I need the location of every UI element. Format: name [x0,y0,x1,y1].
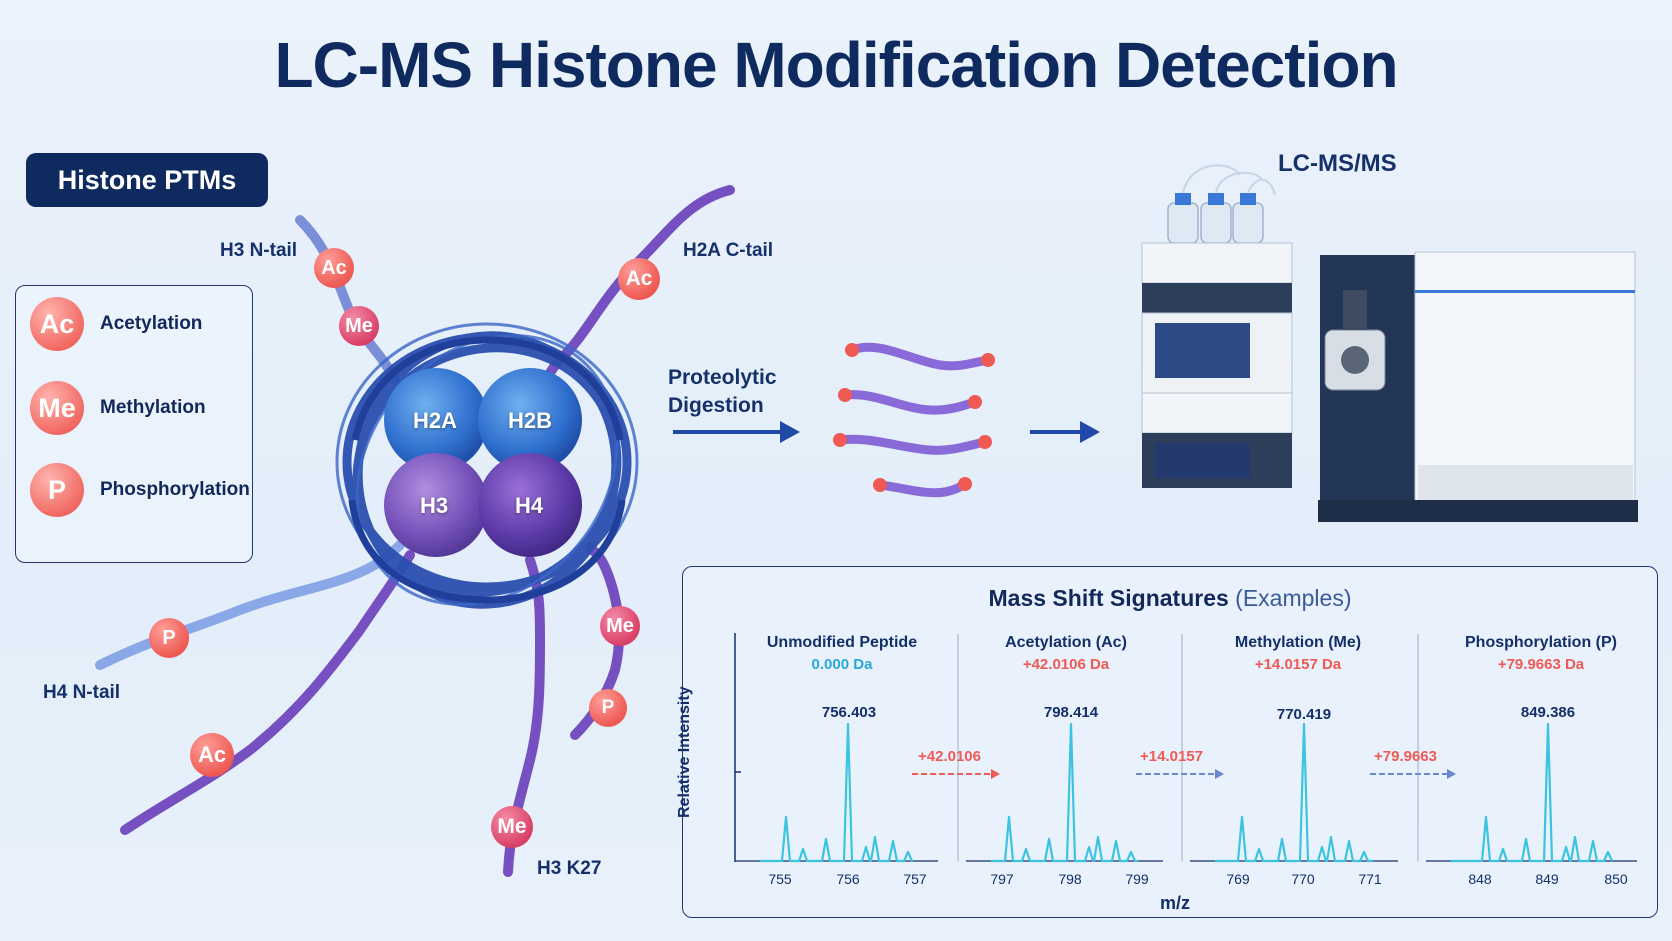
peptide-1 [847,342,993,371]
shift-arrow-label: +79.9663 [1374,748,1437,765]
tick-label: 755 [768,871,792,887]
spectrum-trace [1451,722,1614,863]
spectrum-trace [760,722,914,863]
tick-label: 850 [1604,871,1628,887]
histone-label-h2a: H2A [413,408,458,433]
legend-item-methylation: Me Methylation [30,380,206,436]
ptm-mark-p: P [589,689,627,727]
mass-shift-title: Mass Shift Signatures (Examples) [683,585,1657,612]
spectrum-shift: +79.9663 Da [1497,656,1585,673]
h2a-sphere [384,368,488,472]
panel-subtitle-text: (Examples) [1235,585,1352,611]
tail-label-h4-n: H4 N-tail [43,682,121,703]
histone-label-h3: H3 [420,493,449,518]
phosphorylation-icon: P [30,463,84,517]
legend-item-phosphorylation: P Phosphorylation [30,462,250,518]
digestion-label-line1: Proteolytic [668,366,777,389]
peak-label: 798.414 [1043,704,1099,721]
y-axis-label: Relative Intensity [676,686,693,818]
tail-label-h2a-c: H2A C-tail [683,240,774,261]
peak-label: 770.419 [1276,706,1332,723]
ptm-mark-p: P [149,618,189,658]
h3-sphere [384,453,488,557]
ptm-mark-ac: Ac [314,248,354,288]
ptm-mark-me: Me [600,606,640,646]
histone-ptms-badge: Histone PTMs [26,153,268,207]
spectrum-trace [991,722,1138,863]
spectrum-title: Unmodified Peptide [766,634,918,651]
spectrum-title: Phosphorylation (P) [1465,634,1617,651]
spectrum-title: Methylation (Me) [1234,634,1362,651]
shift-arrow-label: +42.0106 [918,748,981,765]
instrument-label: LC-MS/MS [1278,150,1397,177]
digestion-label: Proteolytic Digestion [668,364,777,420]
x-axis-label: m/z [1160,893,1191,913]
legend-label: Acetylation [100,313,203,334]
peptide-2 [840,390,980,415]
shift-arrow-head [1215,769,1224,779]
tail-label-h3-k27: H3 K27 [537,858,602,879]
shift-arrow-head [1447,769,1456,779]
spectrum-shift: +42.0106 Da [1022,656,1110,673]
tick-label: 770 [1291,871,1315,887]
tick-label: 799 [1125,871,1149,887]
methylation-icon: Me [30,381,84,435]
tick-label: 756 [836,871,860,887]
peak-label: 756.403 [821,704,877,721]
spectrum-title: Acetylation (Ac) [1005,634,1127,651]
tick-label: 798 [1058,871,1082,887]
lcms-instrument-icon [1141,164,1638,522]
spectrum-shift: +14.0157 Da [1254,656,1342,673]
histone-label-h4: H4 [515,493,544,518]
tick-label: 797 [990,871,1014,887]
acetylation-icon: Ac [30,297,84,351]
tick-label: 757 [903,871,927,887]
h4-sphere [478,453,582,557]
shift-arrow-label: +14.0157 [1140,748,1203,765]
panel-title-text: Mass Shift Signatures [988,585,1229,611]
legend-label: Phosphorylation [100,479,250,500]
legend-label: Methylation [100,397,206,418]
h3-n-tail [295,215,400,385]
tick-label: 849 [1535,871,1559,887]
tick-label: 771 [1358,871,1382,887]
tail-lower-left [120,550,415,835]
spectrum-trace [1215,722,1373,863]
spectrum-shift: 0.000 Da [811,656,873,673]
histone-label-h2b: H2B [508,408,553,433]
legend-item-acetylation: Ac Acetylation [30,296,202,352]
page-title: LC-MS Histone Modification Detection [274,29,1398,101]
ptm-mark-ac: Ac [618,258,660,300]
tick-label: 848 [1468,871,1492,887]
tail-label-h3-n: H3 N-tail [220,240,298,261]
tick-label: 769 [1226,871,1250,887]
peptide-3 [835,434,990,455]
ptm-mark-me: Me [491,806,533,848]
digestion-label-line2: Digestion [668,394,764,417]
ptm-mark-ac: Ac [190,733,234,777]
shift-arrow-head [991,769,1000,779]
h2b-sphere [478,368,582,472]
ptm-mark-me: Me [339,306,379,346]
peak-label: 849.386 [1520,704,1576,721]
ptm-legend: Ac Acetylation Me Methylation P Phosphor… [15,285,253,563]
